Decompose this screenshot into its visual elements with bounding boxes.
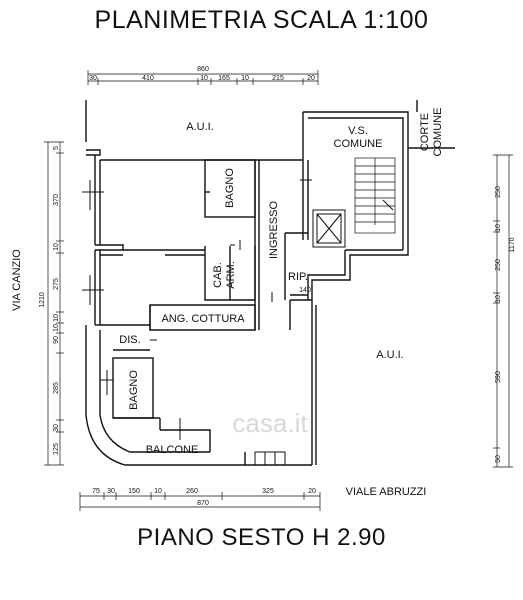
room-vs-comune-1: V.S. — [348, 125, 368, 137]
room-corte-comune-2: COMUNE — [432, 108, 444, 157]
floor-caption: PIANO SESTO H 2.90 — [137, 524, 386, 551]
dim-bottom-seg-4: 10 — [154, 488, 162, 495]
dim-left-total: 1210 — [39, 292, 46, 308]
dim-left-seg-4: 275 — [53, 278, 60, 290]
room-bagno-1: BAGNO — [224, 168, 236, 208]
room-vs-comune-2: COMUNE — [334, 138, 383, 150]
elevator-shaft — [312, 209, 346, 248]
dim-top-seg-6: 215 — [272, 75, 284, 82]
dim-right-seg-4: 10 — [495, 295, 502, 303]
dim-right-seg-1: 250 — [495, 186, 502, 198]
street-viale-abruzzi: VIALE ABRUZZI — [346, 486, 427, 498]
dim-rip: 140 — [299, 287, 311, 294]
dim-left-seg-2: 370 — [53, 194, 60, 206]
dim-bottom-seg-5: 260 — [186, 488, 198, 495]
dim-top-seg-7: 20 — [307, 75, 315, 82]
dim-left-seg-9: 30 — [53, 424, 60, 432]
dim-bottom-seg-7: 20 — [308, 488, 316, 495]
dim-top-seg-2: 410 — [142, 75, 154, 82]
watermark-logo: casa.it — [232, 408, 308, 438]
room-ingresso: INGRESSO — [268, 201, 280, 260]
dim-bottom-seg-1: 75 — [92, 488, 100, 495]
dim-top-seg-4: 165 — [218, 75, 230, 82]
dim-right-seg-2: 10 — [495, 224, 502, 232]
bottom-dimension-lines — [79, 492, 321, 511]
dim-top-seg-3: 10 — [200, 75, 208, 82]
door-marks — [82, 179, 394, 466]
room-balcone: BALCONE — [146, 444, 199, 456]
dim-right-seg-3: 250 — [495, 259, 502, 271]
room-cab-arm-2: ARM. — [225, 261, 237, 289]
dim-left-seg-7: 90 — [53, 336, 60, 344]
dim-bottom-seg-2: 30 — [107, 488, 115, 495]
room-corte-comune-1: CORTE — [419, 113, 431, 151]
dim-left-seg-8: 285 — [53, 382, 60, 394]
dim-left-seg-3: 10 — [53, 243, 60, 251]
right-dimension-lines — [493, 154, 513, 468]
room-aui-top: A.U.I. — [186, 121, 214, 133]
dim-bottom-seg-6: 325 — [262, 488, 274, 495]
room-ang-cottura: ANG. COTTURA — [161, 313, 245, 325]
staircase — [354, 157, 396, 234]
dim-left-seg-5: 10 — [53, 314, 60, 322]
dim-left-seg-6: 10 — [53, 324, 60, 332]
dim-right-total: 1170 — [509, 237, 516, 252]
street-via-canzio: VIA CANZIO — [11, 249, 23, 311]
plan-title: PLANIMETRIA SCALA 1:100 — [94, 6, 429, 34]
walls — [85, 100, 455, 466]
dim-top-seg-5: 10 — [241, 75, 249, 82]
dim-right-seg-6: 50 — [495, 455, 502, 463]
room-bagno-2: BAGNO — [128, 370, 140, 410]
left-dimension-lines — [44, 141, 64, 466]
top-dimension-lines — [87, 70, 319, 85]
dim-top-total: 860 — [197, 66, 209, 73]
dim-left-seg-10: 125 — [53, 443, 60, 455]
room-aui-right: A.U.I. — [376, 349, 404, 361]
dim-top-seg-1: 30 — [89, 75, 97, 82]
room-dis: DIS. — [119, 334, 140, 346]
dim-bottom-total: 870 — [197, 500, 209, 507]
room-rip: RIP. — [288, 271, 308, 283]
dim-bottom-seg-3: 150 — [128, 488, 140, 495]
dim-left-seg-1: 5 — [53, 146, 60, 150]
dim-right-seg-5: 590 — [495, 371, 502, 383]
room-cab-arm-1: CAB. — [212, 262, 224, 288]
